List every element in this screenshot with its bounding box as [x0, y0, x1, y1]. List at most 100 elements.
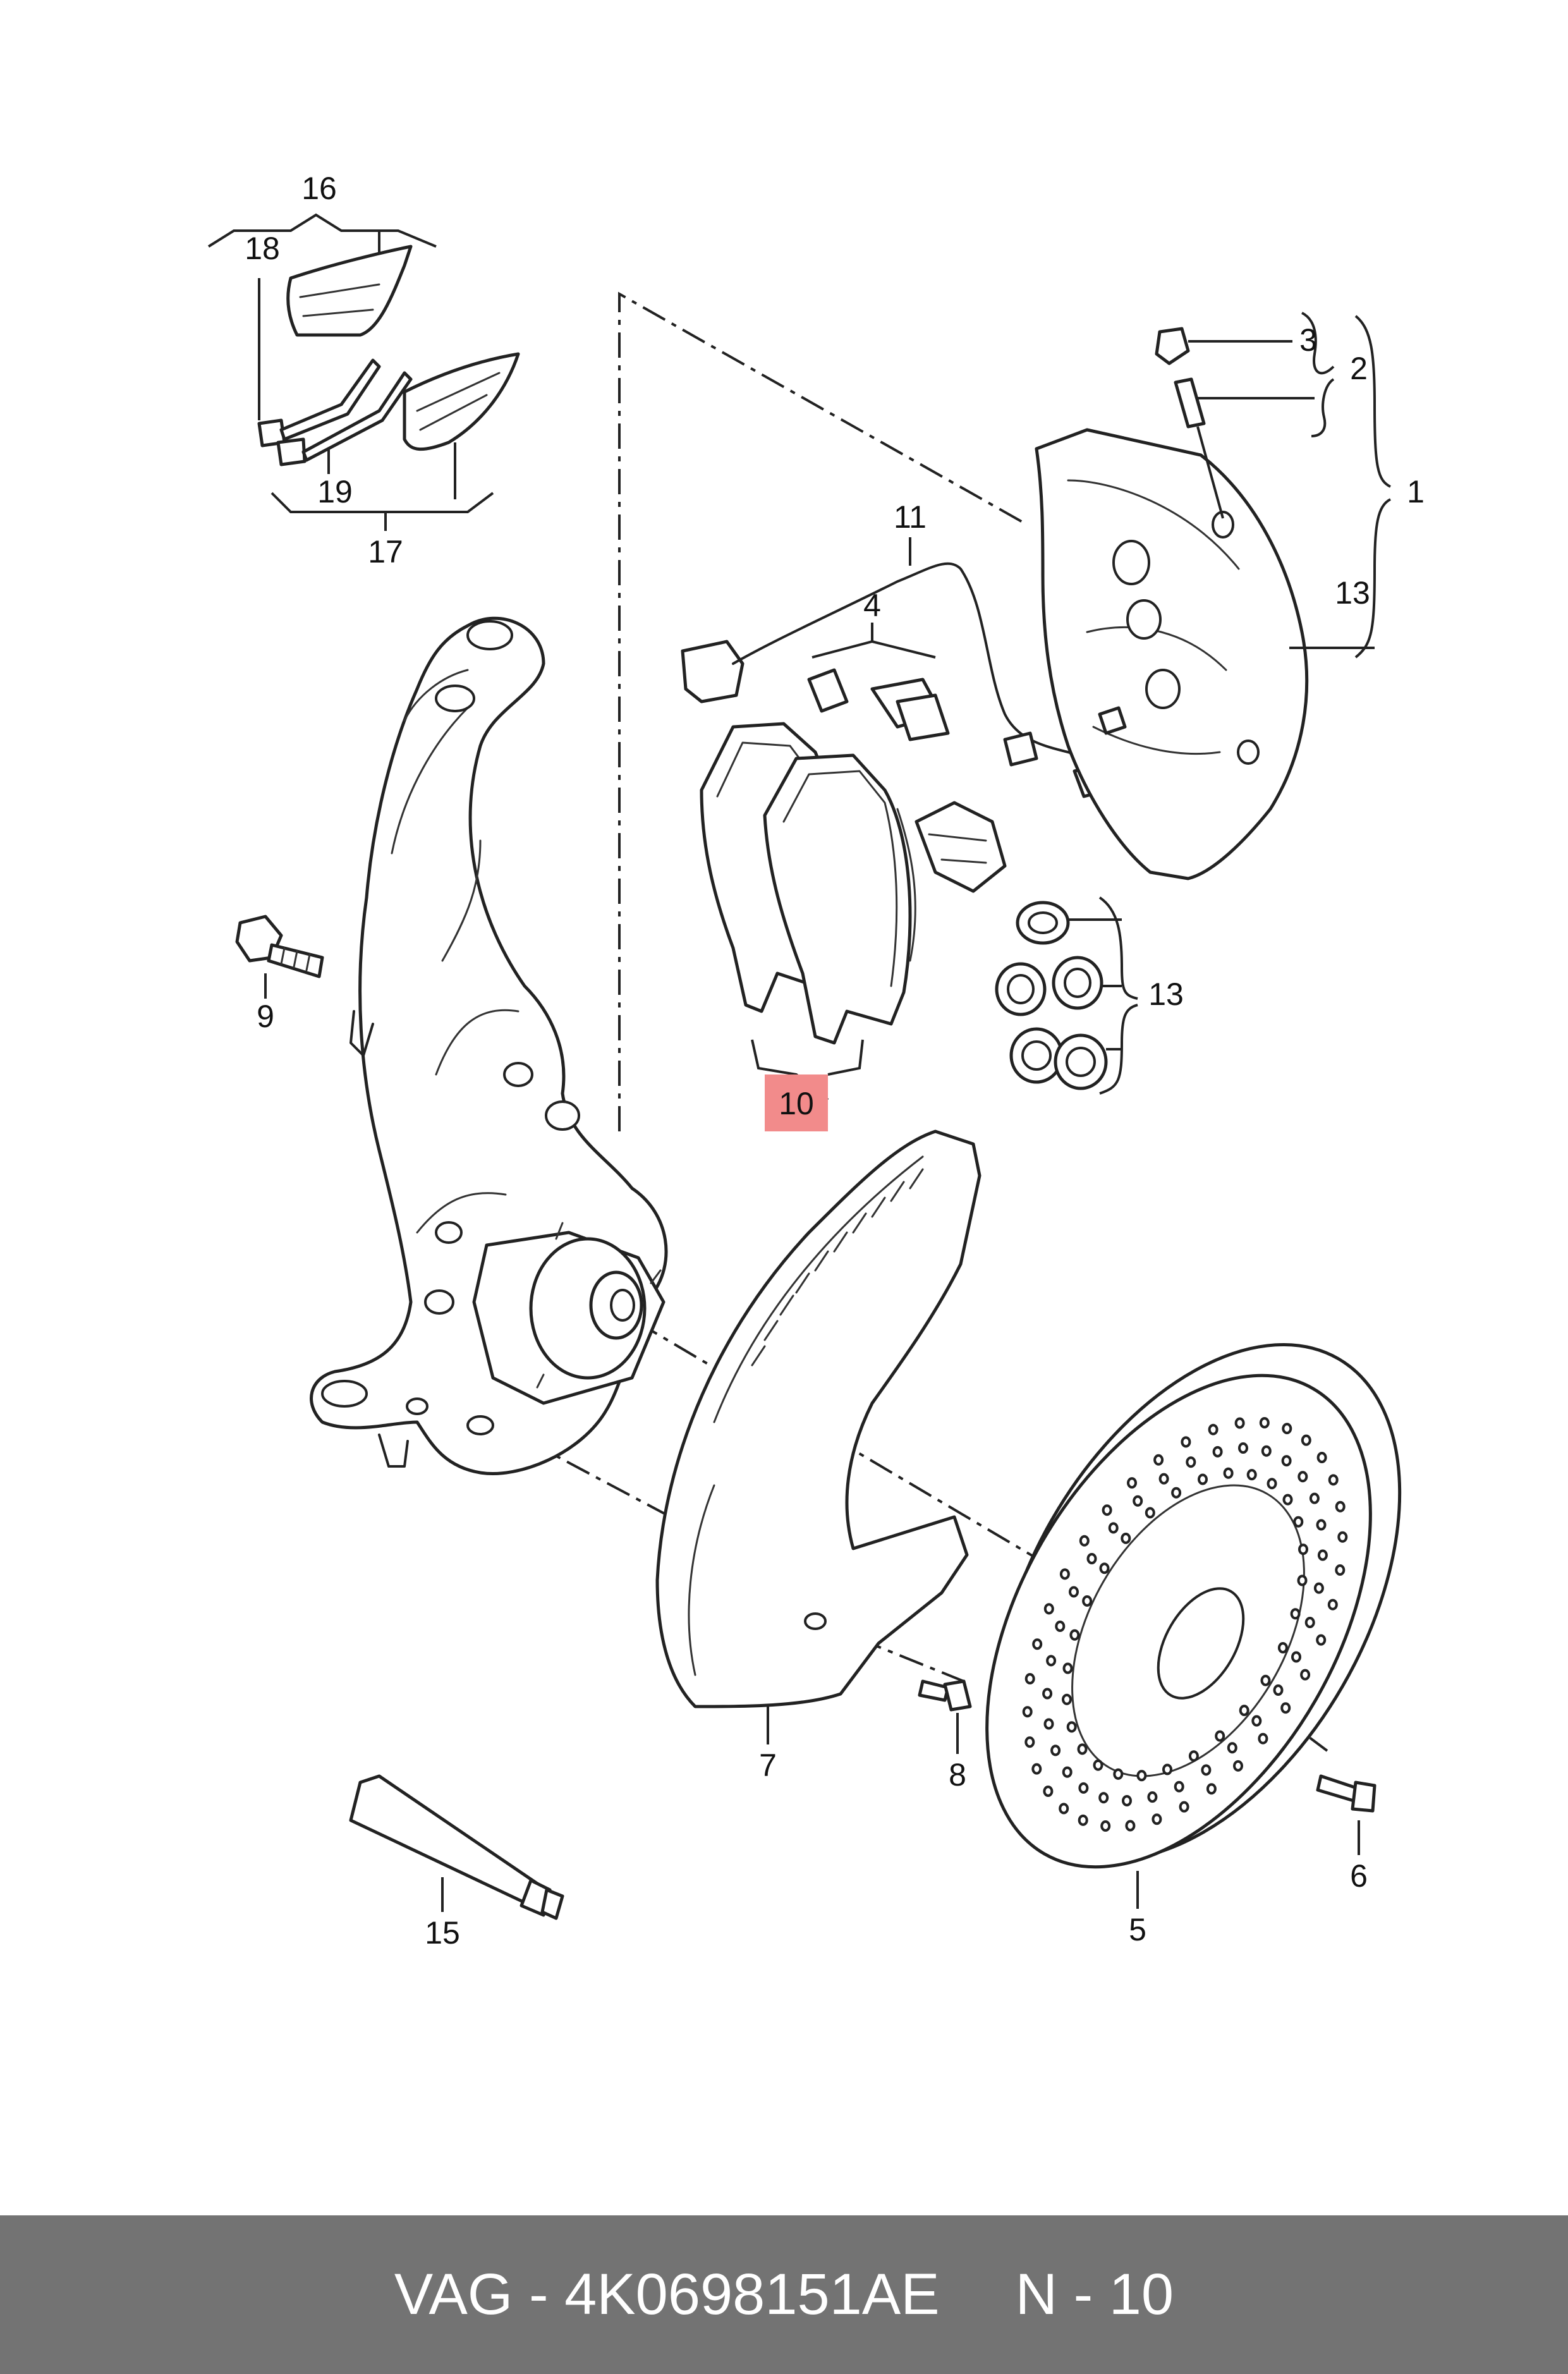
callout-18: 18: [245, 231, 280, 266]
steering-knuckle: [310, 616, 668, 1475]
disc-hole: [1280, 1702, 1291, 1714]
disc-hole: [1335, 1500, 1346, 1513]
disc-hole: [1136, 1770, 1147, 1782]
disc-hole: [1188, 1750, 1199, 1762]
disc-hole: [1282, 1494, 1293, 1506]
disc-hole: [1042, 1688, 1053, 1700]
callout-16: 16: [301, 171, 337, 206]
disc-hole: [1062, 1766, 1073, 1778]
disc-cross-drill-holes: [1022, 1417, 1348, 1832]
disc-hole: [1055, 1621, 1066, 1632]
callout-17: 17: [368, 534, 403, 569]
disc-hole: [1099, 1562, 1110, 1574]
disc-hole: [1313, 1582, 1324, 1594]
grease-tube-15: [349, 1774, 564, 1920]
disc-hole: [1152, 1813, 1162, 1825]
callout-8: 8: [949, 1757, 966, 1793]
callout-4: 4: [863, 588, 881, 623]
disc-hole: [1062, 1693, 1072, 1705]
disc-hole: [1125, 1820, 1136, 1832]
disc-hole: [1127, 1477, 1137, 1489]
disc-hole: [1304, 1617, 1315, 1628]
disc-hole: [1024, 1736, 1035, 1748]
disc-hole: [1078, 1782, 1089, 1794]
disc-hole: [1059, 1803, 1069, 1815]
disc-hole: [1246, 1469, 1257, 1481]
callout-1: 1: [1407, 474, 1425, 509]
disc-hole: [1301, 1434, 1311, 1446]
disc-hole: [1043, 1603, 1054, 1615]
disc-hole: [1098, 1792, 1109, 1804]
disc-hole: [1297, 1574, 1308, 1586]
disc-hole: [1043, 1786, 1054, 1797]
disc-hole: [1261, 1445, 1272, 1457]
disc-hole: [1293, 1516, 1304, 1528]
disc-hole: [1077, 1743, 1088, 1755]
disc-hole: [1153, 1454, 1164, 1466]
disc-hole: [1062, 1662, 1073, 1674]
callout-7: 7: [759, 1748, 777, 1783]
disc-hole: [1046, 1655, 1057, 1667]
disc-hole: [1113, 1768, 1124, 1780]
disc-hole: [1327, 1598, 1338, 1610]
clips-4: [807, 623, 950, 741]
callout-15: 15: [425, 1915, 460, 1951]
disc-hole: [1069, 1629, 1080, 1641]
disc-hole: [1078, 1814, 1088, 1826]
disc-hole: [1309, 1492, 1320, 1504]
screw-8: [918, 1679, 972, 1754]
footer-position-label: N - 10: [1015, 2262, 1174, 2327]
disc-hole: [1273, 1684, 1284, 1696]
disc-hole: [1208, 1423, 1219, 1435]
disc-hole: [1086, 1553, 1097, 1564]
callout-6: 6: [1350, 1858, 1368, 1894]
callout-13-seals: 13: [1148, 977, 1184, 1012]
callout-5: 5: [1129, 1912, 1146, 1947]
disc-hole: [1162, 1763, 1172, 1775]
brake-assembly-diagram: 16 18 19 17 3 2 1 13 11 4 13 9 10 7 8 6 …: [207, 171, 1425, 1951]
disc-hole: [1328, 1474, 1339, 1486]
disc-hole: [1032, 1638, 1043, 1650]
disc-hole: [1227, 1742, 1237, 1754]
disc-hole: [1316, 1634, 1327, 1646]
brake-caliper-1: [1035, 428, 1309, 880]
disc-hole: [1186, 1456, 1196, 1468]
brake-pads-10: [700, 722, 916, 1101]
disc-hole: [1290, 1608, 1301, 1620]
disc-hole: [1277, 1642, 1288, 1653]
bolt-6: [1316, 1774, 1377, 1855]
highlight-box-10: [765, 1074, 828, 1131]
disc-hole: [1093, 1759, 1103, 1771]
disc-hole: [1133, 1495, 1143, 1507]
disc-hole: [1147, 1791, 1158, 1803]
disc-hole: [1171, 1487, 1182, 1499]
disc-hole: [1145, 1507, 1155, 1519]
disc-hole: [1282, 1423, 1292, 1435]
disc-hole: [1300, 1669, 1311, 1681]
disc-hole: [1238, 1442, 1248, 1454]
callout-13-caliper: 13: [1335, 575, 1370, 611]
disc-hole: [1022, 1706, 1033, 1718]
callout-19: 19: [317, 474, 353, 509]
disc-hole: [1179, 1801, 1189, 1813]
sensor-bracket-group: [207, 213, 520, 531]
disc-hole: [1234, 1417, 1245, 1429]
disc-hole: [1158, 1473, 1169, 1485]
disc-hole: [1206, 1783, 1217, 1795]
disc-hole: [1259, 1417, 1270, 1428]
footer-part-code: 4K0698151AE: [564, 2262, 940, 2327]
disc-hole: [1316, 1519, 1327, 1531]
callout-11: 11: [894, 499, 927, 535]
disc-hole: [1233, 1760, 1243, 1772]
disc-hole: [1317, 1549, 1328, 1561]
bleed-screw-2-3: [1155, 312, 1392, 659]
disc-hole: [1260, 1674, 1271, 1686]
callout-labels: 16 18 19 17 3 2 1 13 11 4 13 9 10 7 8 6 …: [245, 171, 1425, 1951]
disc-hole: [1267, 1478, 1277, 1490]
disc-hole: [1337, 1531, 1348, 1543]
disc-hole: [1122, 1795, 1132, 1806]
brake-disc-5: [985, 1342, 1402, 1909]
disc-hole: [1100, 1820, 1111, 1832]
disc-hole: [1102, 1504, 1112, 1516]
disc-hole: [1335, 1564, 1346, 1576]
